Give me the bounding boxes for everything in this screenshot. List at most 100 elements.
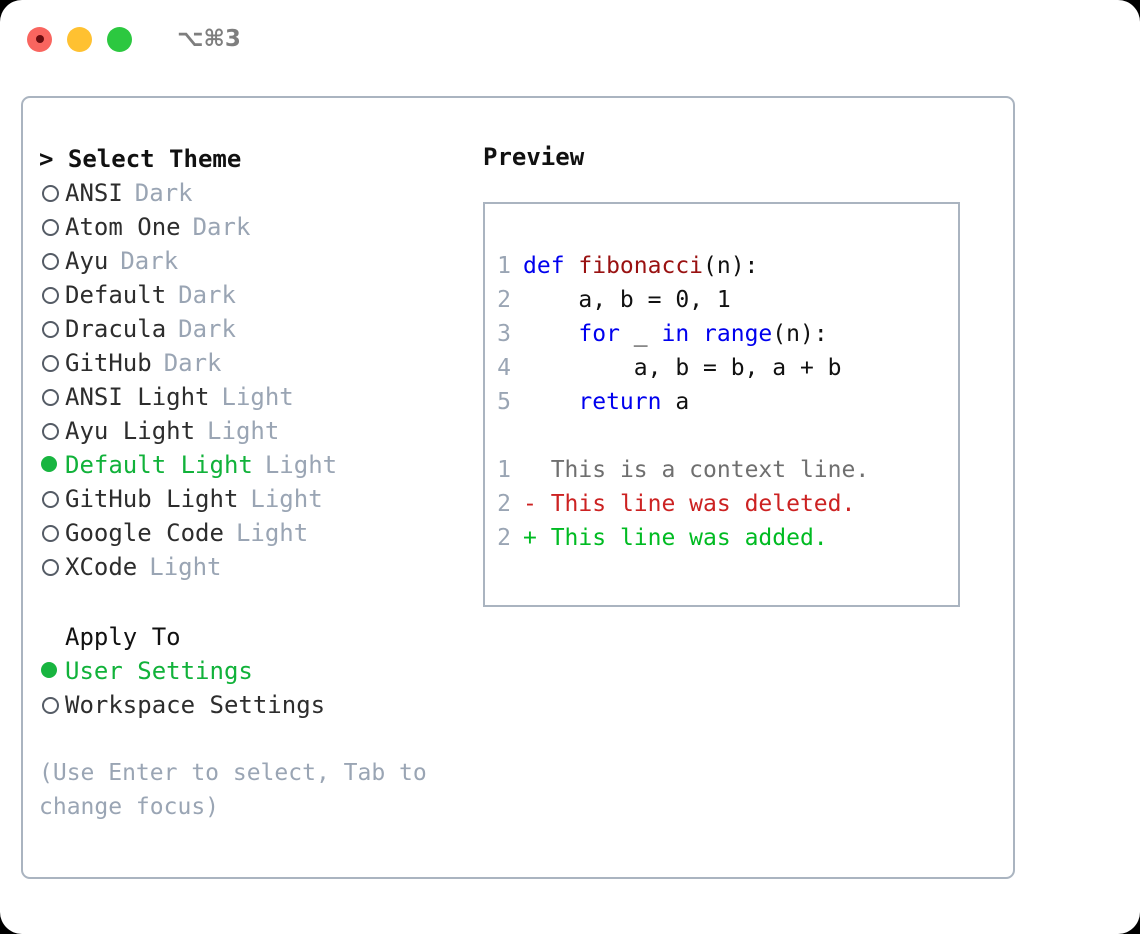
theme-option-atom-one[interactable]: Atom One Dark: [39, 210, 483, 244]
theme-option-ayu-light[interactable]: Ayu Light Light: [39, 414, 483, 448]
diff-line-del: 2- This line was deleted.: [485, 487, 958, 521]
theme-option-ansi[interactable]: ANSI Dark: [39, 176, 483, 210]
preview-heading: Preview: [483, 143, 585, 171]
theme-option-badge: Light: [149, 553, 222, 581]
line-number: 2: [497, 525, 511, 551]
apply-to-option-label: User Settings: [65, 657, 253, 685]
code-line: 3 for _ in range(n):: [485, 317, 958, 351]
keyboard-hint: (Use Enter to select, Tab to change focu…: [39, 760, 427, 820]
theme-option-badge: Dark: [163, 349, 222, 377]
theme-option-badge: Light: [250, 485, 323, 513]
diff-line-ctx: 1 This is a context line.: [485, 453, 958, 487]
theme-option-label: XCode: [65, 553, 138, 581]
code-line-text: a, b = b, a + b: [523, 351, 842, 385]
theme-option-label: ANSI Light: [65, 383, 210, 411]
theme-option-google-code[interactable]: Google Code Light: [39, 516, 483, 550]
theme-option-badge: Dark: [134, 179, 193, 207]
code-token: [523, 389, 578, 415]
line-number: 4: [497, 355, 511, 381]
code-token: a, b = b, a + b: [523, 355, 842, 381]
code-token: in: [661, 321, 690, 347]
apply-to-heading: Apply To: [65, 623, 181, 651]
minimize-button-icon[interactable]: [67, 26, 92, 52]
diff-marker: -: [523, 491, 551, 517]
code-token: def: [523, 253, 579, 279]
theme-option-label: Google Code: [65, 519, 224, 547]
theme-option-badge: Light: [207, 417, 280, 445]
line-number: 1: [497, 253, 511, 279]
theme-option-badge: Dark: [178, 281, 236, 309]
maximize-button-icon[interactable]: [107, 26, 132, 52]
apply-to-option-user-settings[interactable]: User Settings: [39, 654, 483, 688]
theme-option-label: Dracula: [65, 315, 167, 343]
window-controls: [27, 26, 132, 52]
diff-line-add: 2 + This line was added.: [485, 521, 958, 555]
line-number: 2: [497, 287, 511, 313]
code-token: for: [578, 321, 620, 347]
theme-option-label: ANSI: [65, 179, 123, 207]
code-token: a: [661, 389, 690, 415]
code-token: return: [578, 389, 662, 415]
theme-option-badge: Light: [221, 383, 294, 411]
diff-line-text: This line was deleted.: [550, 491, 856, 517]
theme-option-github-light[interactable]: GitHub Light Light: [39, 482, 483, 516]
line-number: 3: [497, 321, 511, 347]
code-line-text: return a: [523, 385, 689, 419]
code-token: fibonacci: [578, 253, 704, 279]
theme-option-github[interactable]: GitHub Dark: [39, 346, 483, 380]
code-line: 5 return a: [485, 385, 958, 419]
theme-option-label: Default: [65, 281, 167, 309]
code-line-text: def fibonacci(n):: [523, 249, 758, 283]
apply-to-option-workspace-settings[interactable]: Workspace Settings: [39, 688, 483, 722]
code-token: (n):: [772, 321, 828, 347]
theme-option-label: GitHub: [65, 349, 152, 377]
title-bar: ⌥⌘3: [0, 0, 1140, 78]
diff-snippet: 1 This is a context line.2- This line wa…: [485, 453, 958, 555]
code-line: 1 def fibonacci(n):: [485, 249, 958, 283]
theme-option-label: GitHub Light: [65, 485, 239, 513]
theme-option-label: Ayu: [65, 247, 109, 275]
line-number: 5: [497, 389, 511, 415]
theme-option-ansi-light[interactable]: ANSI Light Light: [39, 380, 483, 414]
theme-option-label: Ayu Light: [65, 417, 196, 445]
code-token: a, b = 0, 1: [523, 287, 731, 313]
code-line-text: for _ in range(n):: [523, 317, 828, 351]
code-line: 2 a, b = 0, 1: [485, 283, 958, 317]
line-number: 2: [497, 491, 511, 517]
code-token: range: [703, 321, 773, 347]
theme-option-badge: Light: [235, 519, 309, 547]
apply-to-option-label: Workspace Settings: [65, 691, 326, 719]
diff-line-text: This line was added.: [550, 525, 828, 551]
keyboard-shortcut-label: ⌥⌘3: [177, 26, 241, 52]
code-token: _: [619, 321, 662, 347]
close-button-icon[interactable]: [27, 26, 52, 52]
line-number: 1: [497, 457, 511, 483]
select-theme-heading: > Select Theme: [39, 145, 242, 173]
theme-option-default-light[interactable]: Default Light Light: [39, 448, 483, 482]
theme-option-label: Default Light: [65, 451, 253, 479]
theme-option-badge: Dark: [178, 315, 236, 343]
theme-option-xcode[interactable]: XCode Light: [39, 550, 483, 584]
diff-marker: +: [523, 525, 551, 551]
code-line: 4 a, b = b, a + b: [485, 351, 958, 385]
theme-option-default[interactable]: Default Dark: [39, 278, 483, 312]
code-token: [523, 321, 578, 347]
theme-option-dracula[interactable]: Dracula Dark: [39, 312, 483, 346]
theme-option-badge: Dark: [120, 247, 179, 275]
diff-line-text: This is a context line.: [550, 457, 870, 483]
theme-option-label: Atom One: [65, 213, 181, 241]
code-token: (n):: [703, 253, 759, 279]
diff-marker: [523, 453, 551, 487]
theme-option-badge: Light: [264, 451, 338, 479]
theme-option-ayu[interactable]: Ayu Dark: [39, 244, 483, 278]
theme-option-badge: Dark: [192, 213, 251, 241]
code-token: [689, 321, 703, 347]
